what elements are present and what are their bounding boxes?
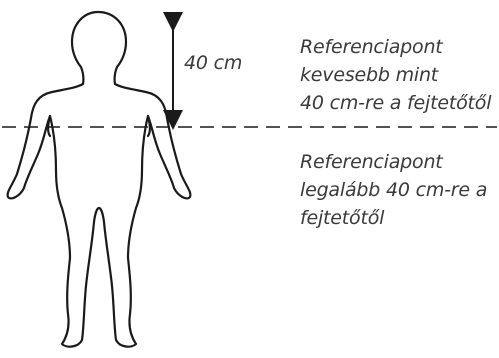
right-arm-inner-line	[148, 116, 150, 136]
human-body-outline	[8, 12, 191, 347]
measurement-label-text: 40 cm	[184, 49, 242, 77]
reference-below-line-2: legalább 40 cm-re a	[300, 176, 487, 204]
reference-above-line-2: kevesebb mint	[300, 61, 491, 89]
reference-above-caption: Referenciapont kevesebb mint 40 cm-re a …	[300, 33, 491, 117]
reference-above-line-1: Referenciapont	[300, 33, 491, 61]
reference-below-line-1: Referenciapont	[300, 148, 487, 176]
reference-above-line-3: 40 cm-re a fejtetőtől	[300, 89, 491, 117]
reference-below-line-3: fejtetőtől	[300, 204, 487, 232]
reference-below-caption: Referenciapont legalább 40 cm-re a fejte…	[300, 148, 487, 232]
measurement-label: 40 cm	[184, 49, 242, 77]
left-arm-inner-line	[48, 116, 50, 136]
